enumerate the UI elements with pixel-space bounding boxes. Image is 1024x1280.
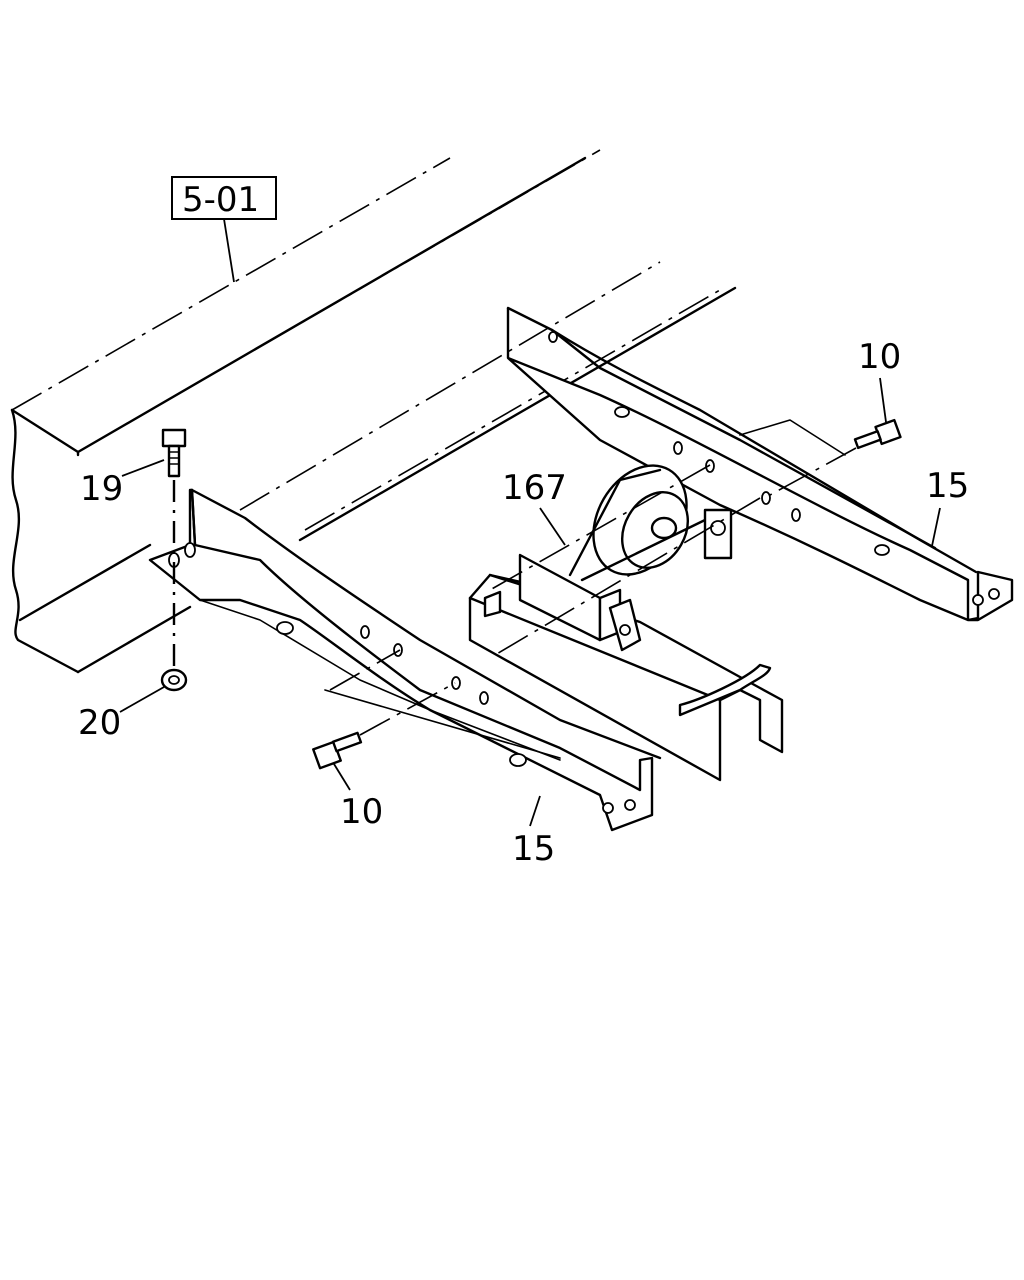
callout-bolt-top-right: 10	[858, 337, 901, 423]
bolt-top-right	[489, 418, 902, 656]
nut	[160, 668, 188, 692]
callout-label: 20	[78, 703, 121, 743]
callout-bolt-bottom: 10	[333, 763, 383, 832]
crossmember-right	[506, 306, 1014, 622]
callout-label: 10	[858, 337, 901, 377]
bracket-assembly	[468, 464, 784, 782]
callout-bracket-assembly: 167	[502, 468, 567, 546]
crossmember-left	[148, 488, 662, 832]
callout-label: 167	[502, 468, 567, 508]
callout-bolt-vertical: 19	[80, 459, 165, 509]
bolt-bottom	[312, 649, 456, 770]
callout-label: 10	[340, 792, 383, 832]
bolt-vertical	[161, 428, 187, 670]
callout-label: 15	[926, 466, 969, 506]
callout-crossmember-right: 15	[926, 466, 969, 547]
frame-rail	[10, 149, 737, 674]
callout-label: 19	[80, 469, 123, 509]
reference-label: 5-01	[182, 180, 259, 220]
callout-crossmember-left: 15	[512, 795, 555, 869]
callout-nut: 20	[78, 686, 165, 743]
frame-reference-callout: 5-01	[171, 176, 277, 283]
callout-label: 15	[512, 829, 555, 869]
